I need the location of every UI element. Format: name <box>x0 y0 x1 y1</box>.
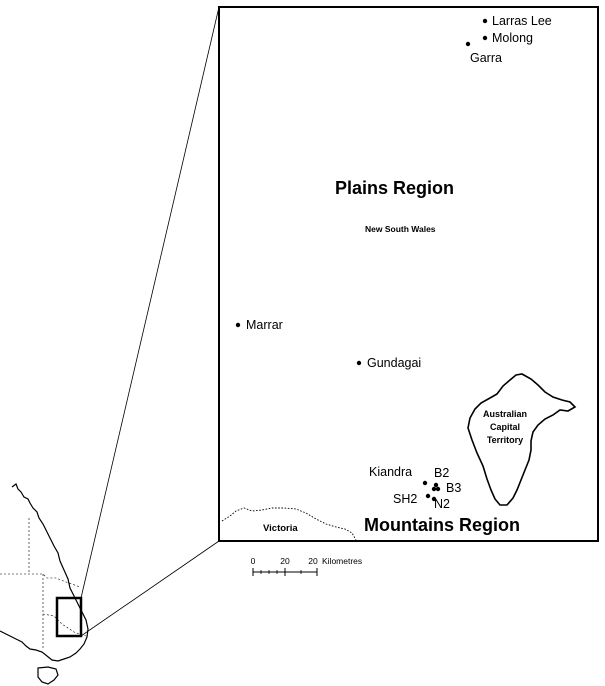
label-molong: Molong <box>492 31 533 45</box>
site-marker-b2 <box>433 482 439 488</box>
site-marker-b3-b <box>431 486 437 492</box>
study-area-box <box>55 596 83 638</box>
scale-label-0: 0 <box>251 556 256 566</box>
main-map-frame <box>218 6 599 542</box>
site-marker-kiandra <box>422 480 428 486</box>
australia-inset-map <box>0 483 89 685</box>
act-boundary <box>467 373 577 506</box>
site-marker-n2 <box>431 496 437 502</box>
label-act-line3: Territory <box>487 435 523 445</box>
label-kiandra: Kiandra <box>369 465 412 479</box>
label-b2: B2 <box>434 466 449 480</box>
projection-line-bottom <box>80 540 220 637</box>
tasmania-coastline <box>37 666 59 685</box>
label-b3: B3 <box>446 481 461 495</box>
label-sh2: SH2 <box>393 492 417 506</box>
site-marker-garra <box>465 41 471 47</box>
scale-bar: 0 20 20 Kilometres <box>251 556 362 576</box>
label-marrar: Marrar <box>246 318 283 332</box>
state-border-nsw-vic <box>42 613 87 637</box>
label-victoria: Victoria <box>263 523 298 534</box>
label-garra: Garra <box>470 51 502 65</box>
scale-label-20: 20 <box>280 556 290 566</box>
label-act-line2: Capital <box>490 422 520 432</box>
scale-unit-label: Kilometres <box>322 556 362 566</box>
projection-line-top <box>80 6 220 599</box>
label-larras-lee: Larras Lee <box>492 14 552 28</box>
site-marker-larras-lee <box>482 18 488 24</box>
label-new-south-wales: New South Wales <box>365 224 436 234</box>
site-marker-gundagai <box>356 360 362 366</box>
site-markers <box>235 18 488 502</box>
site-marker-sh2 <box>425 493 431 499</box>
label-plains-region: Plains Region <box>335 178 454 198</box>
site-marker-b3-a <box>435 486 441 492</box>
label-gundagai: Gundagai <box>367 356 421 370</box>
site-marker-marrar <box>235 322 241 328</box>
label-act-line1: Australian <box>483 409 527 419</box>
scale-label-40: 20 <box>308 556 318 566</box>
site-marker-molong <box>482 35 488 41</box>
state-border-qld-nsw <box>0 573 81 588</box>
label-n2: N2 <box>434 497 450 511</box>
australia-coastline <box>0 483 89 662</box>
label-mountains-region: Mountains Region <box>364 515 520 535</box>
